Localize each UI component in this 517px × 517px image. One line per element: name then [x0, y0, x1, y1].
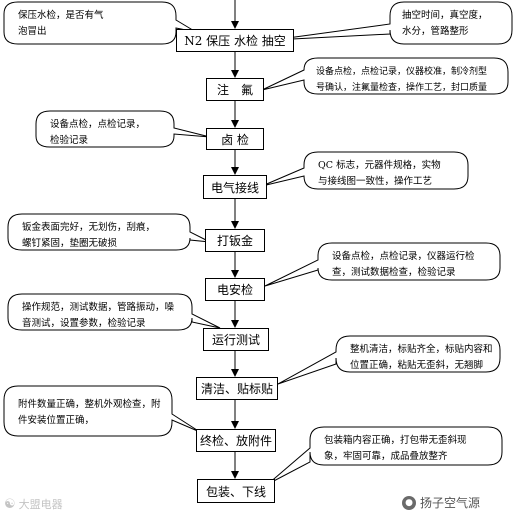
- step-box: N2 保压 水检 抽空: [176, 29, 294, 52]
- note-line: 件安装位置正确，: [18, 415, 95, 426]
- note-line: 设备点检，点检记录，仪器校准，制冷剂型: [316, 67, 488, 77]
- watermark-logo-icon: ☯: [4, 496, 16, 512]
- note-text: 整机清洁，标贴齐全，标贴内容和 位置正确，粘贴无歪斜，无翘脚: [340, 338, 503, 378]
- note-line: 保压水检，是否有气: [18, 10, 104, 21]
- wechat-icon: ●: [402, 495, 416, 510]
- note-bubble-2: [272, 1, 513, 45]
- note-bubble-6: [7, 213, 211, 251]
- note-text: 设备点检，点检记录，仪器运行检 查，测试数据检查，检验记录: [322, 245, 485, 285]
- note-text: 操作规范，测试数据，管路振动，噪 音测试，设置参数，检验记录: [12, 296, 184, 336]
- note-line: 抽空时间，真空度，: [402, 10, 488, 21]
- note-bubble-1: [3, 1, 197, 45]
- note-line: 泡冒出: [18, 26, 47, 37]
- step-box: 注 氟: [206, 78, 264, 101]
- note-bubble-3: [261, 57, 509, 95]
- watermark-right-text: 扬子空气源: [420, 496, 481, 510]
- note-text: 保压水检，是否有气 泡冒出: [8, 4, 114, 44]
- note-text: 附件数量正确，整机外观检查，附 件安装位置正确，: [8, 393, 171, 433]
- note-line: 象，牢固可靠，成品叠放整齐: [324, 451, 448, 462]
- note-line: QC 标志，元器件规格，实物: [318, 160, 441, 171]
- note-line: 查，测试数据检查，检验记录: [332, 267, 456, 278]
- watermark-right: ● 扬子空气源: [402, 494, 480, 511]
- note-text: 包装箱内容正确，打包带无歪斜现 象，牢固可靠，成品叠放整齐: [314, 429, 477, 469]
- step-box: 卤 检: [206, 128, 264, 150]
- note-line: 音测试，设置参数，检验记录: [22, 318, 146, 329]
- watermark-left: ☯ 大盟电器: [4, 496, 63, 512]
- note-bubble-4: [35, 110, 211, 148]
- note-line: 钣金表面完好，无划伤，刮痕，: [22, 222, 156, 233]
- step-box: 电安检: [205, 278, 265, 301]
- note-line: 与接线图一致性，操作工艺: [318, 176, 433, 187]
- step-box: 清洁、贴标贴: [196, 377, 278, 400]
- note-line: 设备点检，点检记录，: [50, 119, 146, 130]
- step-box: 打钣金: [205, 229, 265, 252]
- note-bubble-9: [277, 335, 501, 385]
- note-bubble-7: [264, 242, 501, 287]
- note-text: QC 标志，元器件规格，实物 与接线图一致性，操作工艺: [308, 154, 451, 194]
- note-line: 包装箱内容正确，打包带无歪斜现: [324, 435, 467, 446]
- step-box: 包装、下线: [197, 479, 275, 503]
- watermark-left-text: 大盟电器: [18, 498, 63, 511]
- note-bubble-5: [261, 151, 469, 190]
- note-text: 抽空时间，真空度， 水分，管路整形: [392, 4, 498, 44]
- note-line: 螺钉紧固，垫圈无破损: [22, 238, 118, 249]
- note-line: 水分，管路整形: [402, 26, 469, 37]
- note-text: 设备点检，点检记录， 检验记录: [40, 113, 155, 153]
- note-line: 操作规范，测试数据，管路振动，噪: [22, 302, 175, 313]
- step-box: 终检、放附件: [196, 429, 276, 452]
- note-line: 号确认，注氟量检查，操作工艺，封口质量: [316, 83, 488, 93]
- step-box: 运行测试: [203, 328, 269, 351]
- note-line: 检验记录: [50, 135, 89, 146]
- note-line: 附件数量正确，整机外观检查，附: [18, 399, 161, 410]
- step-box: 电气接线: [203, 175, 267, 199]
- note-text: 钣金表面完好，无划伤，刮痕， 螺钉紧固，垫圈无破损: [12, 216, 165, 256]
- note-bubble-10: [3, 385, 201, 437]
- note-bubble-11: [267, 426, 503, 485]
- note-line: 设备点检，点检记录，仪器运行检: [332, 251, 475, 262]
- note-text: 设备点检，点检记录，仪器校准，制冷剂型 号确认，注氟量检查，操作工艺，封口质量: [306, 60, 497, 100]
- note-line: 位置正确，粘贴无歪斜，无翘脚: [350, 360, 484, 371]
- note-line: 整机清洁，标贴齐全，标贴内容和: [350, 344, 493, 355]
- note-bubble-8: [7, 293, 221, 331]
